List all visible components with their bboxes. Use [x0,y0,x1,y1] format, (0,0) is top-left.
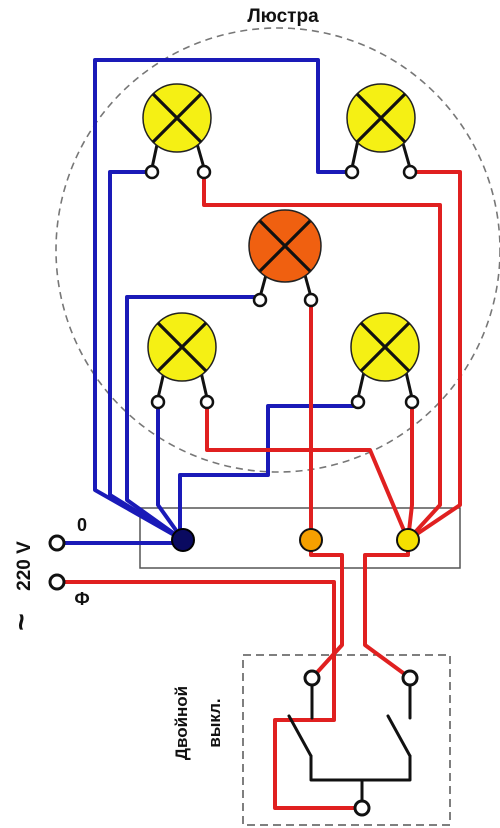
switch-box [242,654,451,826]
lamp-top-left [142,83,212,169]
phase-wire-top-left-lamp [202,172,442,542]
ac-symbol: ~ [5,613,38,631]
supply-terminal-neutral [48,534,66,552]
double-switch [287,676,412,804]
switch-label-line1: Двойной [172,686,191,760]
neutral-wire-top-right-lamp [93,58,352,542]
phase-junction-terminal-right [396,528,420,552]
lamp-cross-icon [359,321,411,373]
supply-terminal-phase [48,573,66,591]
lamp-cross-icon [151,92,203,144]
switch-terminal-left [303,669,321,687]
lamp-center [248,209,322,298]
switch-terminal-right [401,669,419,687]
lamp-bottom-right [350,312,420,399]
chandelier-boundary [55,27,500,473]
switch-lever-right [386,714,412,758]
switch-terminal-common [353,799,371,817]
voltage-label: 220 V [14,541,35,591]
phase-label: Ф [74,589,89,609]
switch-lever-left [287,714,313,758]
switch-label-line2: выкл. [205,698,224,747]
lamp-top-right [346,83,416,169]
phase-junction-terminal-left [299,528,323,552]
lamp-cross-icon [258,219,312,273]
neutral-junction-terminal [171,528,195,552]
phase-wire-supply [57,580,362,810]
phase-wire-bottom-right-lamp [406,402,414,541]
neutral-wire-top-left-lamp [108,170,185,542]
neutral-wire-bottom-left-lamp [156,402,185,542]
switch-common-bus [309,754,412,782]
phase-wire-bottom-left-lamp [205,402,410,541]
chandelier-title: Люстра [247,6,319,27]
lamp-bottom-left [147,312,217,399]
lamp-cross-icon [355,92,407,144]
lamp-cross-icon [156,321,208,373]
lamp-terminals [144,164,420,410]
phase-wire-top-right-lamp [406,170,462,542]
neutral-label: 0 [77,515,87,535]
